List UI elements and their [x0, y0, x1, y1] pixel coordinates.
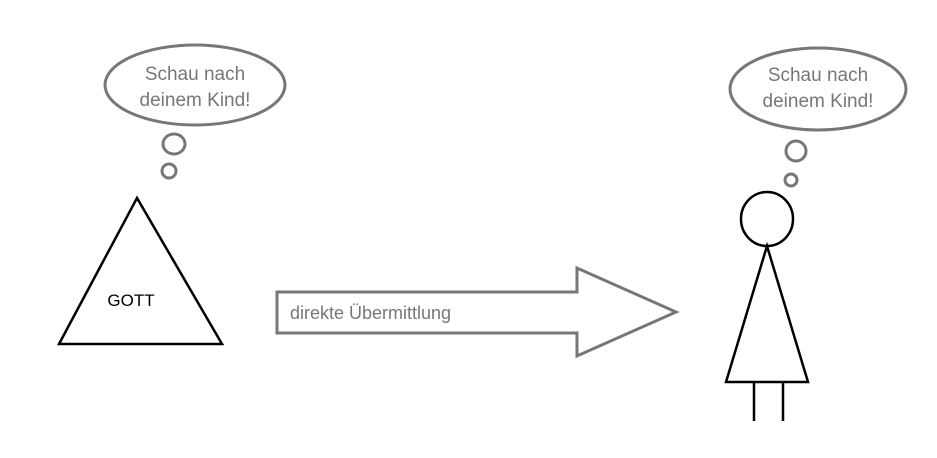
god-label: GOTT [107, 291, 154, 310]
person-thought-dot-large [784, 139, 808, 163]
person-thought-dot-small [783, 172, 799, 188]
god-thought-dot-large [161, 132, 187, 156]
person-head [739, 190, 795, 248]
god-thought-bubble: Schau nach deinem Kind! [103, 43, 287, 180]
person-thought-bubble: Schau nach deinem Kind! [728, 46, 908, 188]
god-symbol: GOTT [56, 195, 225, 346]
person-body-dress [724, 241, 810, 384]
transmission-arrow: direkte Übermittlung [275, 265, 680, 359]
person-thought-line-2: deinem Kind! [763, 91, 874, 112]
arrow-shape [275, 265, 680, 359]
person-figure [724, 190, 810, 421]
person-thought-line-1: Schau nach [768, 65, 868, 86]
god-thought-cloud [103, 43, 287, 127]
god-thought-line-1: Schau nach [145, 64, 245, 85]
transmission-label: direkte Übermittlung [290, 303, 451, 323]
god-thought-dot-small [160, 162, 178, 180]
person-thought-cloud [728, 46, 908, 132]
god-triangle [56, 195, 225, 346]
god-thought-line-2: deinem Kind! [140, 90, 251, 111]
